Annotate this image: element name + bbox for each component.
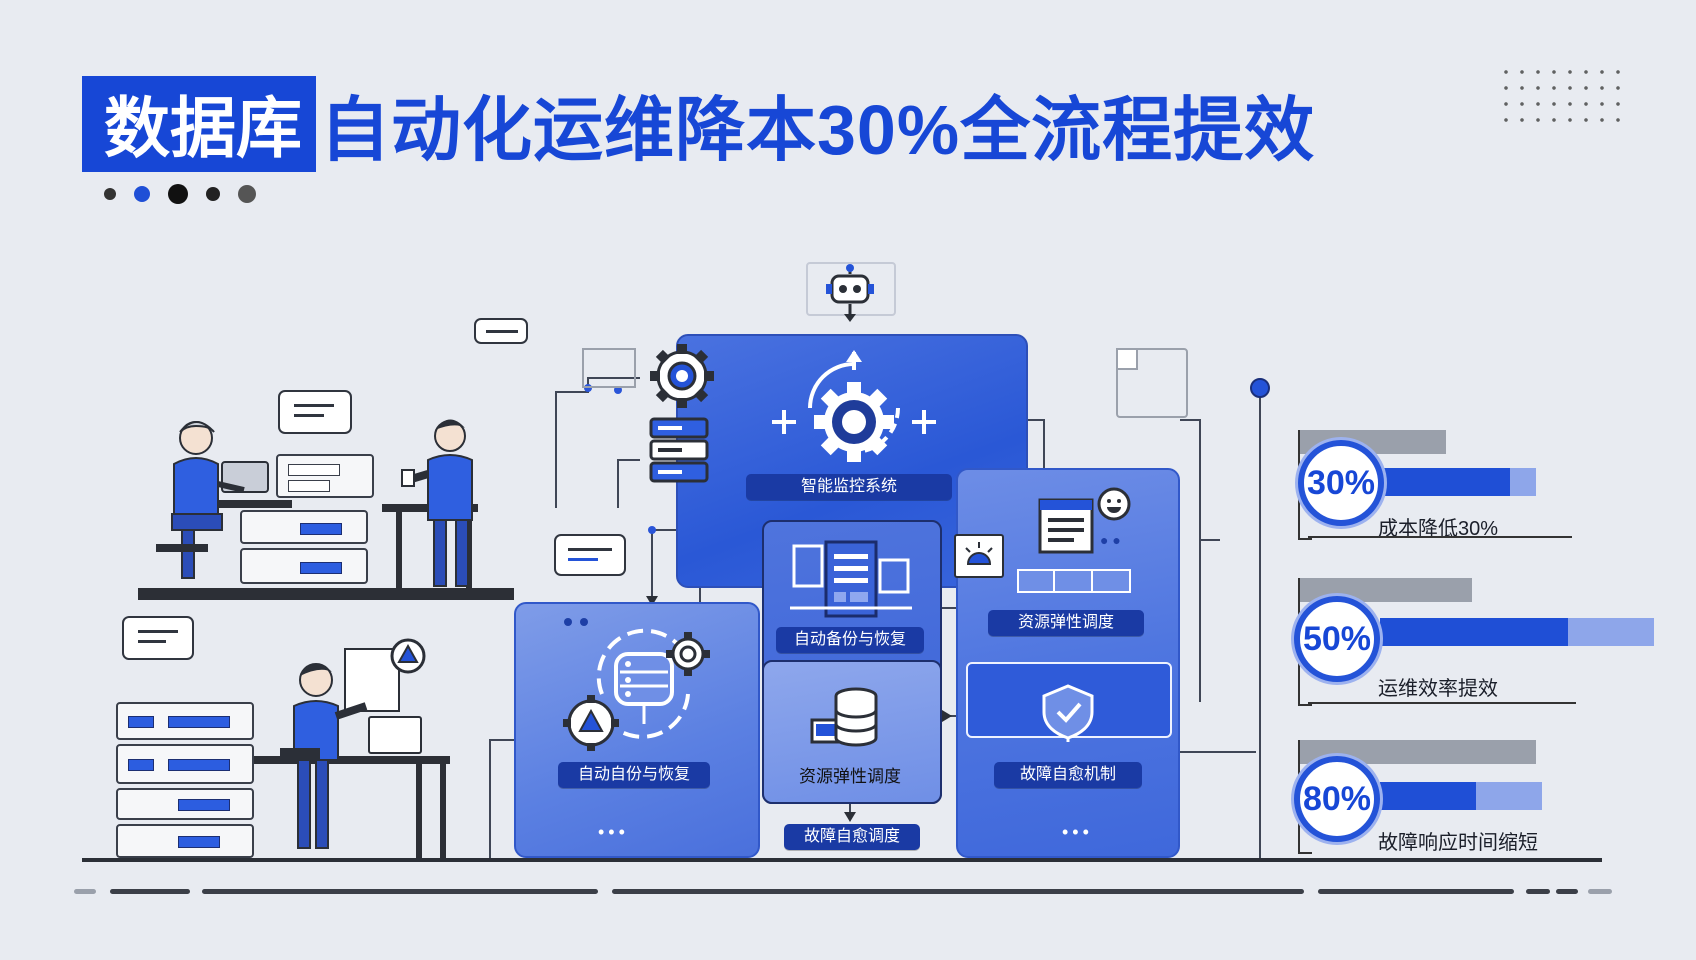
desk xyxy=(192,500,292,508)
backup-panel xyxy=(514,602,760,858)
monitor-label: 智能监控系统 xyxy=(746,474,952,500)
resource-center-label: 资源弹性调度 xyxy=(799,767,901,786)
alert-icon xyxy=(563,695,619,751)
footer-dash xyxy=(1588,889,1612,894)
metric-value-1: 30% xyxy=(1298,440,1384,526)
server-unit xyxy=(240,548,368,584)
shield-icon xyxy=(1042,684,1094,742)
dot-3 xyxy=(168,184,188,204)
person-at-laptop xyxy=(156,421,269,579)
footer-dash xyxy=(1526,889,1550,894)
title-highlight: 数据库 xyxy=(82,76,316,172)
dot-5 xyxy=(238,185,256,203)
dots-icon: ••• xyxy=(598,822,629,842)
gear-icon xyxy=(772,350,936,462)
alert-monitor-icon xyxy=(954,534,1004,578)
database-icon xyxy=(810,687,878,747)
robot-icon xyxy=(826,264,874,322)
chat-icon xyxy=(278,390,352,434)
backup-left-label: 自动自份与恢复 xyxy=(558,762,710,788)
metric-label-3: 故障响应时间缩短 xyxy=(1378,832,1538,854)
server-unit xyxy=(240,510,368,544)
database-icon xyxy=(649,417,709,483)
footer-dash xyxy=(202,889,598,894)
document-corner xyxy=(1116,348,1138,370)
metric-fill xyxy=(1380,618,1568,646)
title-dots xyxy=(104,184,256,204)
desk-leg xyxy=(416,762,422,858)
server-unit xyxy=(116,702,254,740)
desk xyxy=(254,756,450,764)
laptop-icon xyxy=(368,716,422,754)
server-unit xyxy=(116,824,254,858)
footer-dash xyxy=(1318,889,1514,894)
metric-fill xyxy=(1380,468,1510,496)
chat-icon xyxy=(122,616,194,660)
healing-right-label: 故障自愈机制 xyxy=(994,762,1142,788)
server-unit xyxy=(276,454,374,498)
footer-dash xyxy=(74,889,96,894)
dots-icon: ● ● xyxy=(1100,532,1121,548)
title-rest: 自动化运维降本30%全流程提效 xyxy=(320,90,1316,169)
chat-icon xyxy=(554,534,626,576)
decorative-dot-grid xyxy=(1498,64,1622,134)
dot-2 xyxy=(134,186,150,202)
metric-baseline xyxy=(1308,536,1572,538)
resource-right-label: 资源弹性调度 xyxy=(988,610,1144,636)
alert-icon xyxy=(390,638,426,674)
server-rack-icon xyxy=(790,540,912,618)
platform xyxy=(138,588,514,600)
document-icon xyxy=(344,648,400,712)
page-title: 数据库 自动化运维降本30%全流程提效 xyxy=(82,74,1315,174)
footer-dash xyxy=(110,889,190,894)
metric-label-1: 成本降低30% xyxy=(1378,518,1499,540)
metric-label-2: 运维效率提效 xyxy=(1378,678,1498,700)
desk-leg xyxy=(440,762,446,858)
desk-leg xyxy=(396,510,402,588)
dots-icon: ••• xyxy=(1062,822,1093,842)
frame-box xyxy=(582,348,636,388)
metric-baseline xyxy=(1308,702,1576,704)
document-frame xyxy=(1116,348,1188,418)
gear-icon xyxy=(650,344,714,408)
dot-1 xyxy=(104,188,116,200)
dot-4 xyxy=(206,187,220,201)
chat-icon xyxy=(474,318,528,344)
metric-fill xyxy=(1380,782,1476,810)
metric-value-2: 50% xyxy=(1294,596,1380,682)
backup-center-label: 自动备份与恢复 xyxy=(776,627,924,653)
footer-dash xyxy=(612,889,1304,894)
person-at-desk xyxy=(280,663,368,849)
server-unit xyxy=(116,788,254,820)
healing-bottom-label: 故障自愈调度 xyxy=(784,824,920,850)
gear-icon xyxy=(666,632,710,676)
person-with-phone xyxy=(401,419,473,587)
server-unit xyxy=(116,744,254,784)
footer-dash xyxy=(1556,889,1578,894)
ground-line xyxy=(82,858,1602,862)
metric-value-3: 80% xyxy=(1294,756,1380,842)
document-icon xyxy=(1017,487,1131,593)
